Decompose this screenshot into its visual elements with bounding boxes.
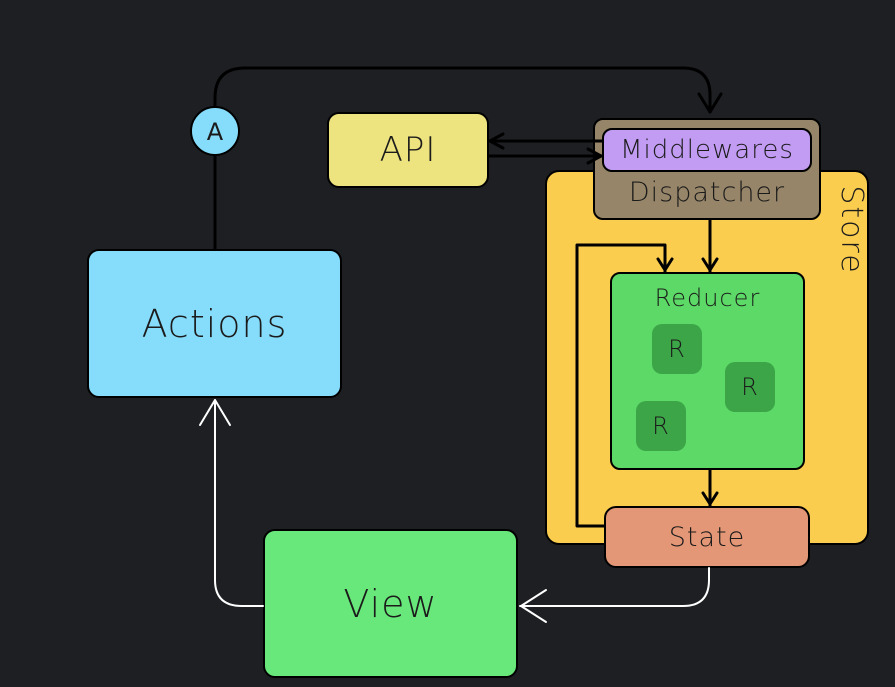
api-to-middlewares-arrowhead <box>586 147 603 165</box>
a-to-dispatcher-arrowhead <box>697 92 723 114</box>
reducer-label: Reducer <box>654 284 761 312</box>
middlewares-to-api-arrowhead <box>488 132 505 150</box>
state-to-reducer-loop-arrowhead <box>656 257 674 272</box>
middlewares-label: Middlewares <box>620 135 794 165</box>
dispatcher-to-reducer-arrowhead <box>701 257 719 272</box>
state-to-view-line <box>519 567 710 607</box>
state-label: State <box>668 521 746 553</box>
state-box: State <box>604 506 810 568</box>
api-label: API <box>379 130 437 170</box>
state-to-view-arrowhead <box>520 589 547 623</box>
view-to-actions-arrowhead <box>199 399 231 426</box>
action-node-label: A <box>207 118 224 146</box>
dispatcher-label: Dispatcher <box>628 177 786 208</box>
view-label: View <box>343 581 438 626</box>
reducer-item: R <box>725 362 775 412</box>
view-to-actions-line <box>214 399 264 607</box>
state-to-reducer-loop-line <box>575 243 667 528</box>
actions-box: Actions <box>87 249 342 398</box>
middlewares-box: Middlewares <box>602 128 812 172</box>
reducer-item: R <box>652 324 702 374</box>
reducer-to-state-arrowhead <box>701 491 719 506</box>
reducer-item: R <box>636 401 686 451</box>
action-node-circle <box>190 106 240 156</box>
actions-label: Actions <box>141 301 288 346</box>
api-box: API <box>327 112 489 188</box>
view-box: View <box>263 529 518 678</box>
a-to-dispatcher-line <box>213 66 712 114</box>
